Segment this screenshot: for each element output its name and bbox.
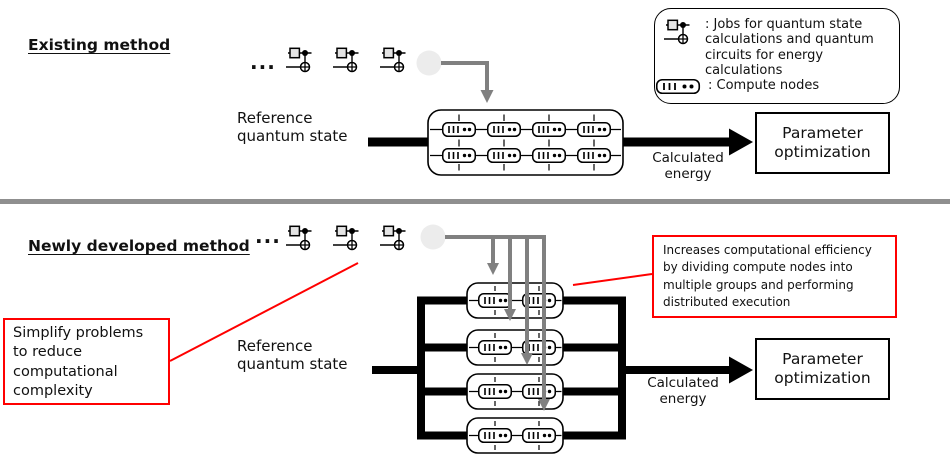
compute-node-icon xyxy=(531,147,567,164)
existing-parameter-optimization-box: Parameter optimization xyxy=(755,112,890,174)
new-output-arrowhead xyxy=(729,356,753,384)
existing-reference-label: Reference quantum state xyxy=(237,109,348,146)
new-calculated-energy-label: Calculated energy xyxy=(647,375,719,407)
new-reference-label: Reference quantum state xyxy=(237,337,348,374)
compute-node-icon xyxy=(477,383,513,400)
existing-calculated-energy-label: Calculated energy xyxy=(652,150,724,182)
new-parameter-optimization-box: Parameter optimization xyxy=(755,338,890,400)
legend-item-jobs-text: : Jobs for quantum state calculations an… xyxy=(705,17,874,78)
quantum-circuit-icon xyxy=(332,47,360,73)
quantum-circuit-icon xyxy=(285,225,313,251)
node-group-4 xyxy=(466,417,564,454)
new-node-groups xyxy=(466,282,564,454)
legend-item-nodes-text: : Compute nodes xyxy=(708,78,820,93)
existing-dispatch-arrow xyxy=(441,61,494,103)
existing-circuit-jobs xyxy=(285,47,442,76)
existing-ellipsis: ... xyxy=(250,50,276,74)
annotation-line-left xyxy=(169,262,359,362)
compute-node-icon xyxy=(521,383,557,400)
existing-compute-cluster xyxy=(427,109,624,176)
cluster-box xyxy=(427,109,624,176)
quantum-circuit-icon xyxy=(379,47,407,73)
cluster-interconnect-dashes xyxy=(430,114,621,171)
quantum-circuit-icon xyxy=(379,225,407,251)
compute-node-icon xyxy=(441,147,477,164)
quantum-circuit-icon xyxy=(285,47,313,73)
node-group-2 xyxy=(466,329,564,366)
compute-node-icon xyxy=(477,427,513,444)
annotation-distributed-execution: Increases computational efficiency by di… xyxy=(652,235,897,318)
compute-node-icon xyxy=(576,147,612,164)
compute-node-icon xyxy=(486,147,522,164)
existing-output-arrow xyxy=(619,128,753,156)
node-group-3 xyxy=(466,373,564,410)
jobs-circle xyxy=(420,224,446,250)
node-group-1 xyxy=(466,282,564,319)
compute-node-icon xyxy=(531,121,567,138)
parameter-optimization-label: Parameter optimization xyxy=(774,123,871,161)
compute-node-icon xyxy=(477,292,513,309)
quantum-circuit-icon xyxy=(332,225,360,251)
existing-method-title: Existing method xyxy=(28,36,171,54)
new-ellipsis: ... xyxy=(255,224,281,248)
compute-node-icon xyxy=(521,427,557,444)
compute-node-icon xyxy=(477,339,513,356)
new-ladder xyxy=(372,296,753,440)
jobs-circle xyxy=(416,50,442,76)
parameter-optimization-label: Parameter optimization xyxy=(774,349,871,387)
section-divider xyxy=(0,199,950,204)
new-circuit-jobs xyxy=(285,224,446,251)
compute-node-icon xyxy=(441,121,477,138)
legend-box: : Jobs for quantum state calculations an… xyxy=(654,8,900,104)
new-method-title: Newly developed method xyxy=(28,237,250,255)
new-dispatch-arrows xyxy=(445,235,550,411)
annotation-line-right xyxy=(572,273,653,286)
annotation-simplify-problems: Simplify problems to reduce computationa… xyxy=(3,318,170,405)
compute-node-icon xyxy=(486,121,522,138)
compute-node-icon xyxy=(576,121,612,138)
